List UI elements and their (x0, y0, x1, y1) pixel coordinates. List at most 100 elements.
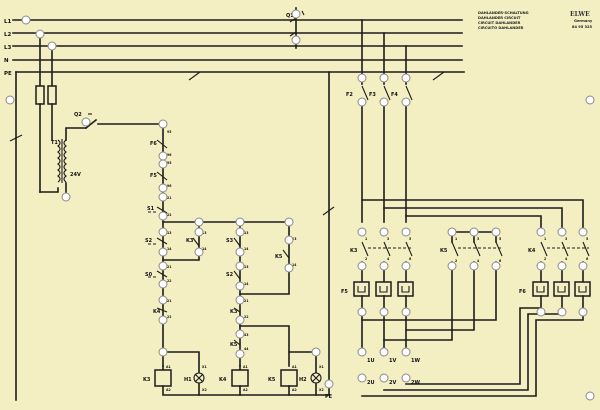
terminal-socket (401, 307, 411, 317)
terminal-socket (379, 307, 389, 317)
label-q1: Q1 (286, 13, 294, 19)
label-h2: H2 (299, 377, 307, 383)
brand-logo: ELWE (570, 11, 590, 18)
terminal-socket (578, 307, 588, 317)
terminal-socket (357, 227, 367, 237)
terminal-socket (401, 97, 411, 107)
terminal-socket (235, 281, 245, 291)
terminal-socket (194, 247, 204, 257)
svg-text:3: 3 (387, 237, 389, 241)
label-f5: F5 (150, 173, 157, 179)
fuse-left (35, 85, 45, 105)
svg-text:1: 1 (455, 237, 457, 241)
terminal-socket (578, 261, 588, 271)
svg-text:4: 4 (387, 257, 390, 261)
terminal-socket (379, 73, 389, 83)
terminal-socket (235, 295, 245, 305)
label-k3-power: K3 (350, 248, 358, 254)
svg-text:4: 4 (565, 257, 568, 261)
control-stack: F6 F5 S1 S2 S0 K4 95 96 95 96 21 22 13 1… (145, 130, 172, 319)
fuse-right (47, 85, 57, 105)
terminal-socket (158, 295, 168, 305)
svg-text:2: 2 (365, 257, 367, 261)
terminal-socket (324, 379, 334, 389)
coil-label-k4: K4 (219, 377, 227, 383)
label-f6-power: F6 (519, 289, 526, 295)
terminal-socket (81, 117, 91, 127)
terminal-socket (379, 347, 389, 357)
terminal-socket (491, 261, 501, 271)
svg-text:1: 1 (544, 237, 546, 241)
svg-text:A1: A1 (166, 365, 171, 369)
label-k5-power: K5 (440, 248, 448, 254)
svg-text:4: 4 (477, 259, 480, 263)
label-k4: K4 (153, 309, 161, 315)
svg-text:13: 13 (244, 265, 248, 269)
terminal-socket (235, 315, 245, 325)
terminal-socket (158, 247, 168, 257)
coil-k4 (231, 369, 249, 387)
label-n: N (4, 58, 9, 64)
contactor-k5-power: K5 1 3 5 2 4 6 (361, 231, 503, 341)
terminal-socket (469, 261, 479, 271)
svg-text:3: 3 (565, 237, 567, 241)
terminal-socket (469, 227, 479, 237)
title-block: DAHLANDER-SCHALTUNG DAHLANDER CIRCUIT CI… (478, 11, 593, 30)
coil-k5 (280, 369, 298, 387)
terminal-socket (379, 373, 389, 383)
svg-text:21: 21 (167, 299, 171, 303)
svg-text:1: 1 (365, 237, 367, 241)
terminal-socket (447, 261, 457, 271)
svg-text:A2: A2 (292, 388, 297, 392)
svg-text:95: 95 (167, 130, 171, 134)
label-l3: L3 (4, 45, 12, 51)
terminal-socket (35, 29, 45, 39)
svg-text:21: 21 (167, 265, 171, 269)
svg-text:A2: A2 (166, 388, 171, 392)
terminal-socket (158, 119, 168, 129)
svg-text:5: 5 (409, 237, 411, 241)
svg-text:22: 22 (244, 315, 248, 319)
label-f2: F2 (346, 92, 353, 98)
terminal-socket (158, 279, 168, 289)
svg-text:95: 95 (167, 161, 171, 165)
svg-text:14: 14 (244, 282, 249, 286)
label-l2: L2 (4, 32, 12, 38)
terminal-1w: 1W (411, 358, 420, 364)
terminal-socket (194, 227, 204, 237)
svg-text:A1: A1 (243, 365, 248, 369)
terminal-socket (158, 159, 168, 169)
terminal-socket (158, 151, 168, 161)
svg-text:5: 5 (499, 237, 501, 241)
svg-text:96: 96 (167, 184, 172, 188)
svg-text:X1: X1 (202, 365, 207, 369)
terminal-socket (557, 227, 567, 237)
svg-text:21: 21 (244, 299, 248, 303)
terminal-socket (284, 263, 294, 273)
label-k4-power: K4 (528, 248, 536, 254)
svg-text:14: 14 (244, 247, 249, 251)
label-k5-b: K5 (230, 342, 238, 348)
terminal-socket (585, 391, 595, 401)
svg-text:13: 13 (202, 231, 206, 235)
terminal-socket (357, 261, 367, 271)
terminal-socket (235, 349, 245, 359)
terminal-socket (291, 9, 301, 19)
title-line-1: DAHLANDER-SCHALTUNG (478, 11, 529, 15)
label-h1: H1 (184, 377, 192, 383)
svg-text:6: 6 (409, 257, 412, 261)
coil-label-k5: K5 (268, 377, 276, 383)
terminal-socket (401, 227, 411, 237)
svg-text:2: 2 (544, 257, 546, 261)
terminal-socket (401, 261, 411, 271)
terminal-socket (158, 315, 168, 325)
svg-text:43: 43 (244, 333, 248, 337)
svg-text:A2: A2 (243, 388, 248, 392)
label-k3-a: K3 (186, 238, 194, 244)
title-line-4: CIRCUITO DAHLANDER (478, 26, 524, 30)
terminal-socket (357, 347, 367, 357)
branch-middle: S3 S2 K5 K3 K5 13 14 13 14 21 22 43 44 1… (198, 221, 297, 367)
svg-text:13: 13 (244, 231, 248, 235)
terminal-socket (536, 227, 546, 237)
